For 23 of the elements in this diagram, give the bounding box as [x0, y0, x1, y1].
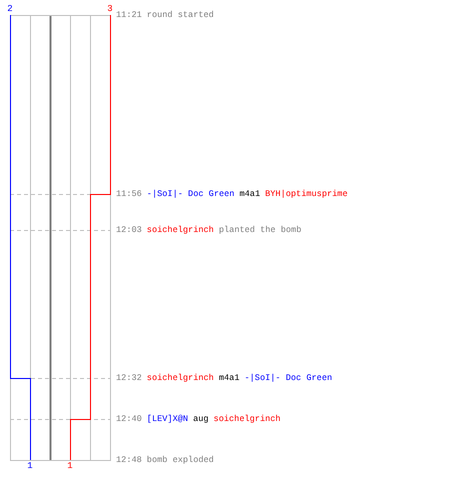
- time-label: 12:32: [116, 373, 142, 383]
- event-text: planted the bomb: [218, 225, 302, 235]
- player-name: -|SoI|- Doc Green: [244, 373, 332, 383]
- player-name: [LEV]X@N: [146, 414, 188, 424]
- player-count: 3: [107, 4, 113, 14]
- player-name: soichelgrinch: [146, 373, 214, 383]
- weapon-name: m4a1: [239, 189, 260, 199]
- player-name: soichelgrinch: [146, 225, 214, 235]
- time-label: 12:48: [116, 455, 142, 465]
- player-name: BYH|optimusprime: [265, 189, 348, 199]
- player-count: 2: [7, 4, 13, 14]
- event-text: bomb exploded: [146, 455, 214, 465]
- time-label: 12:03: [116, 225, 142, 235]
- player-count: 1: [67, 461, 73, 471]
- time-label: 11:21: [116, 10, 142, 20]
- time-label: 11:56: [116, 189, 142, 199]
- player-name: -|SoI|- Doc Green: [146, 189, 234, 199]
- event-text: round started: [146, 10, 214, 20]
- time-label: 12:40: [116, 414, 142, 424]
- weapon-name: m4a1: [218, 373, 240, 383]
- player-count: 1: [27, 461, 33, 471]
- weapon-name: aug: [193, 414, 209, 424]
- player-name: soichelgrinch: [214, 414, 281, 424]
